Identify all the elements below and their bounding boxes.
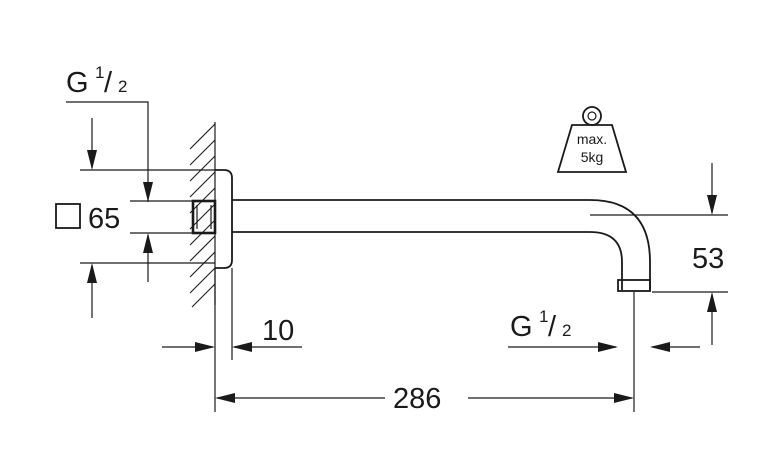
thread-label-num-top: 1	[95, 63, 104, 82]
arm-drop-label: 53	[692, 243, 724, 275]
wall-flange	[215, 169, 233, 269]
flange-thickness-dimension: 10	[162, 268, 302, 412]
thread-label-den-top: 2	[118, 77, 127, 96]
threaded-connector	[191, 199, 217, 235]
square-section-icon	[55, 203, 81, 229]
arm-length-dimension: 286	[215, 292, 635, 415]
flange-thickness-label: 10	[262, 315, 294, 347]
shower-arm	[232, 199, 651, 292]
thread-label-num-bottom: 1	[539, 307, 548, 326]
weight-limit-line2: 5kg	[581, 149, 604, 165]
arm-length-label: 286	[393, 383, 441, 415]
thread-label-slash-bottom: /	[548, 311, 557, 343]
thread-callout-top: G 1 / 2	[66, 63, 153, 202]
thread-label-den-bottom: 2	[562, 321, 571, 340]
thread-label-slash-top: /	[104, 67, 113, 99]
weight-icon: max. 5kg	[556, 106, 628, 173]
thread-callout-bottom: G 1 / 2	[508, 307, 700, 352]
arm-outlet	[617, 279, 651, 292]
thread-label-main-bottom: G	[510, 311, 533, 343]
flange-size-label: 65	[88, 203, 120, 235]
weight-limit-line1: max.	[577, 131, 607, 147]
flange-size-dimension: 65	[55, 118, 215, 318]
connector-dimension	[130, 200, 193, 282]
arm-drop-dimension: 53	[590, 163, 728, 345]
thread-label-main-top: G	[66, 67, 89, 99]
